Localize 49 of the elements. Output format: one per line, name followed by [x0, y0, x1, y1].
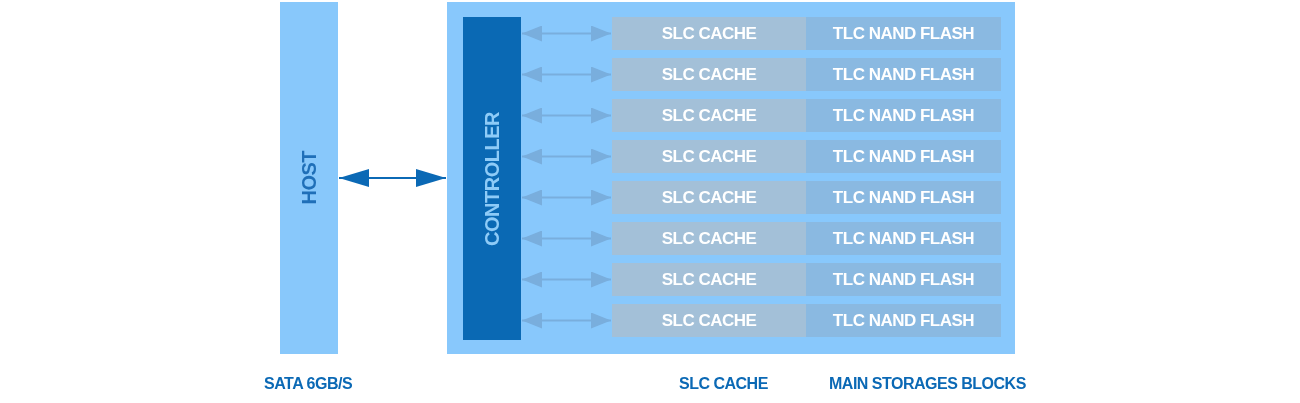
- slc-cache-block: [612, 304, 806, 337]
- slc-cache-block: [612, 17, 806, 50]
- nand-flash-block: [806, 263, 1001, 296]
- nand-flash-label: TLC NAND FLASH: [832, 228, 975, 249]
- nand-flash-block: [806, 304, 1001, 337]
- nand-flash-label: TLC NAND FLASH: [832, 310, 975, 331]
- nand-flash-block: [806, 99, 1001, 132]
- slc-cache-label: SLC CACHE: [661, 64, 757, 85]
- slc-cache-label: SLC CACHE: [661, 23, 757, 44]
- double-arrow: [521, 66, 612, 83]
- double-arrow: [521, 107, 612, 124]
- nand-flash-label: TLC NAND FLASH: [832, 187, 975, 208]
- double-arrow: [521, 312, 612, 329]
- nand-flash-label: TLC NAND FLASH: [832, 64, 975, 85]
- slc-cache-block: [612, 140, 806, 173]
- double-arrow: [521, 230, 612, 247]
- double-arrow: [521, 189, 612, 206]
- nand-flash-label: TLC NAND FLASH: [832, 269, 975, 290]
- host-label: HOST: [297, 151, 321, 205]
- nand-flash-block: [806, 140, 1001, 173]
- nand-flash-block: [806, 222, 1001, 255]
- double-arrow: [338, 169, 447, 187]
- slc-cache-label: SLC CACHE: [661, 269, 757, 290]
- caption-label: SLC CACHE: [679, 375, 768, 393]
- slc-cache-label: SLC CACHE: [661, 105, 757, 126]
- drive-panel: [447, 2, 1015, 354]
- double-arrow: [521, 148, 612, 165]
- slc-cache-block: [612, 99, 806, 132]
- controller-label: CONTROLLER: [480, 111, 504, 246]
- slc-cache-block: [612, 263, 806, 296]
- slc-cache-block: [612, 58, 806, 91]
- nand-flash-label: TLC NAND FLASH: [832, 146, 975, 167]
- nand-flash-block: [806, 58, 1001, 91]
- slc-cache-block: [612, 181, 806, 214]
- slc-cache-block: [612, 222, 806, 255]
- nand-flash-block: [806, 17, 1001, 50]
- slc-cache-label: SLC CACHE: [661, 310, 757, 331]
- controller-bar: [463, 17, 521, 340]
- nand-flash-label: TLC NAND FLASH: [832, 105, 975, 126]
- host-bar: [280, 2, 338, 354]
- slc-cache-label: SLC CACHE: [661, 228, 757, 249]
- nand-flash-label: TLC NAND FLASH: [832, 23, 975, 44]
- slc-cache-label: SLC CACHE: [661, 146, 757, 167]
- double-arrow: [521, 25, 612, 42]
- caption-label: MAIN STORAGES BLOCKS: [829, 375, 1026, 393]
- nand-flash-block: [806, 181, 1001, 214]
- slc-cache-label: SLC CACHE: [661, 187, 757, 208]
- caption-label: SATA 6GB/S: [264, 375, 353, 393]
- double-arrow: [521, 271, 612, 288]
